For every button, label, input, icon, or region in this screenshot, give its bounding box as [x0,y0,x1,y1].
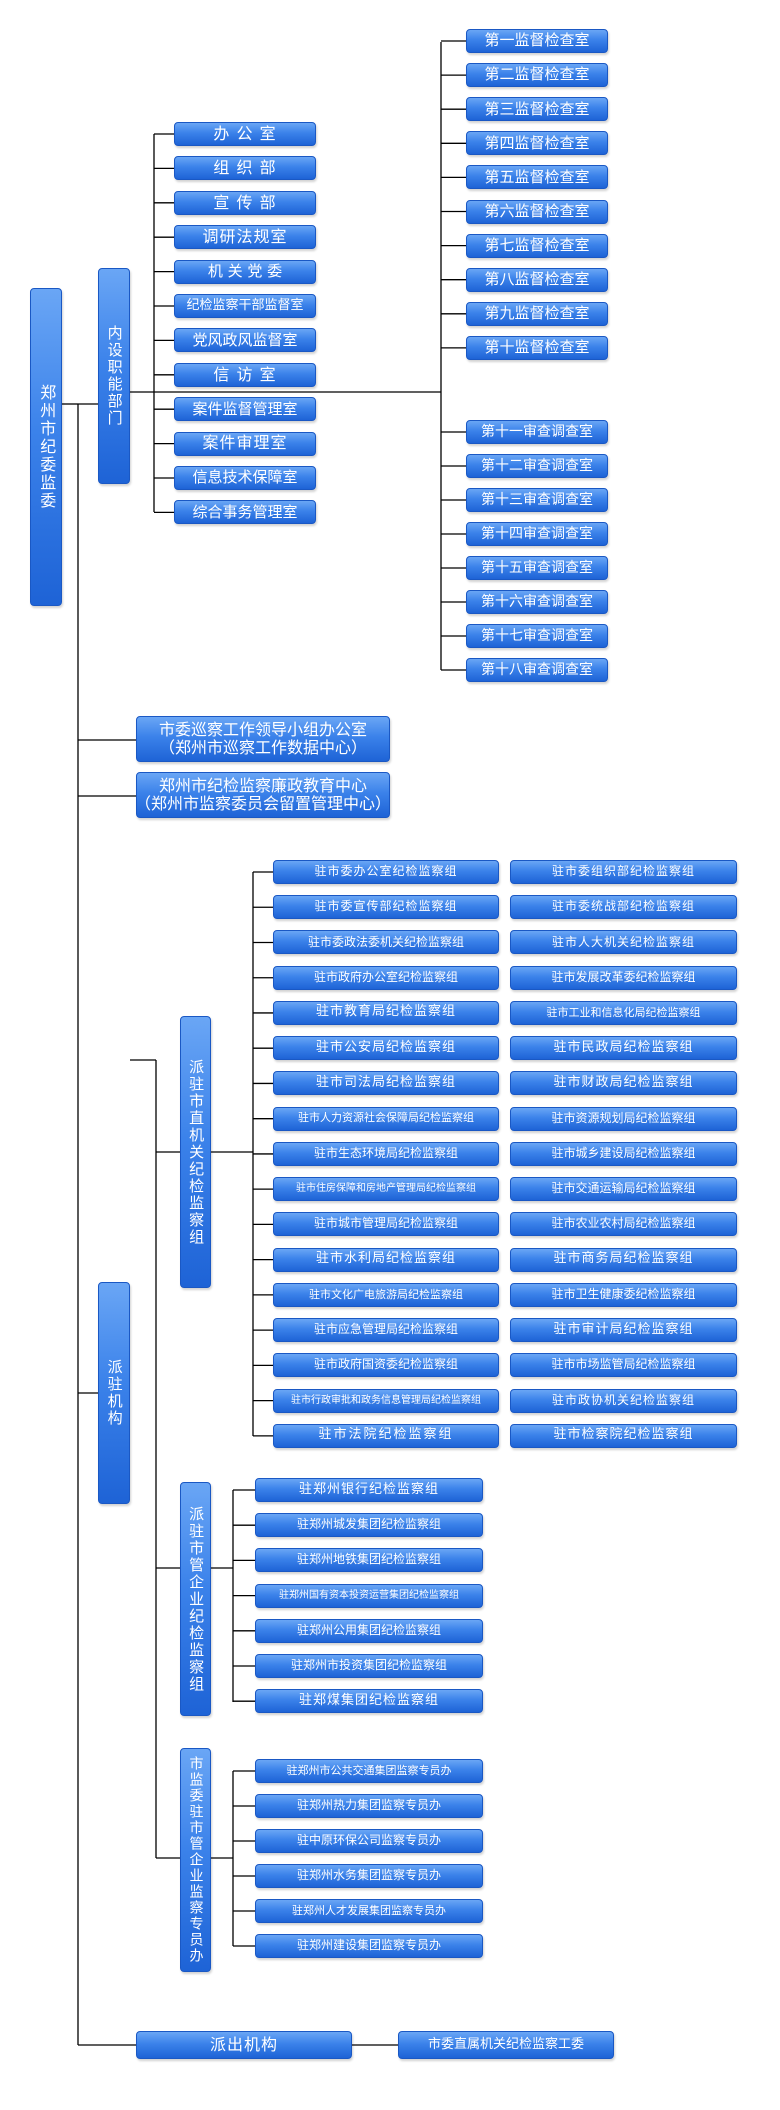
zhuanyuan-office-4: 驻郑州水务集团监察专员办 [255,1864,483,1888]
zhiji-left-13: 驻市文化广电旅游局纪检监察组 [273,1282,499,1307]
jiandu-room-2: 第二监督检查室 [466,63,608,88]
shencha-room-5: 第十五审查调查室 [466,556,608,580]
zhiji-left-16: 驻市行政审批和政务信息管理局纪检监察组 [273,1388,499,1413]
zhiji-left-1: 驻市委办公室纪检监察组 [273,860,499,884]
zhiji-right-11: 驻市农业农村局纪检监察组 [510,1212,737,1237]
shencha-room-2: 第十二审查调查室 [466,454,608,478]
xuncha-office-line-2: （郑州市巡察工作数据中心） [158,738,367,757]
neishe-dept-11: 信息技术保障室 [174,466,316,490]
xuncha-office: 市委巡察工作领导小组办公室（郑州市巡察工作数据中心） [136,716,390,762]
zhiji-left-11: 驻市城市管理局纪检监察组 [273,1212,499,1237]
qiye-group-1: 驻郑州银行纪检监察组 [255,1478,483,1502]
zhuanyuan-label: 市监委驻市管企业监察专员办 [180,1748,211,1972]
zhiji-right-3: 驻市人大机关纪检监察组 [510,930,737,955]
zhiji-left-2: 驻市委宣传部纪检监察组 [273,895,499,920]
zhiji-left-3: 驻市委政法委机关纪检监察组 [273,930,499,955]
neishe-dept-7: 党风政风监督室 [174,328,316,353]
zhuanyuan-office-2: 驻郑州热力集团监察专员办 [255,1794,483,1818]
zhiji-left-4: 驻市政府办公室纪检监察组 [273,965,499,990]
jiandu-room-3: 第三监督检查室 [466,97,608,122]
zhiji-right-13: 驻市卫生健康委纪检监察组 [510,1282,737,1307]
paizhu-label: 派驻机构 [98,1282,130,1504]
neishe-dept-4: 调研法规室 [174,225,316,250]
zhiji-right-15: 驻市市场监管局纪检监察组 [510,1353,737,1378]
shencha-room-3: 第十三审查调查室 [466,488,608,512]
shencha-room-7: 第十七审查调查室 [466,624,608,648]
jiandu-room-7: 第七监督检查室 [466,233,608,258]
neishe-dept-3: 宣 传 部 [174,190,316,215]
zhiji-right-5: 驻市工业和信息化局纪检监察组 [510,1000,737,1025]
zhiji-left-8: 驻市人力资源社会保障局纪检监察组 [273,1106,499,1131]
zhiji-left-5: 驻市教育局纪检监察组 [273,1000,499,1025]
neishe-dept-6: 纪检监察干部监督室 [174,294,316,318]
lianzheng-center: 郑州市纪检监察廉政教育中心（郑州市监察委员会留置管理中心） [136,772,390,818]
zhiji-right-1: 驻市委组织部纪检监察组 [510,860,737,884]
jiandu-room-9: 第九监督检查室 [466,301,608,326]
zhiji-left-10: 驻市住房保障和房地产管理局纪检监察组 [273,1177,499,1202]
qiye-group-5: 驻郑州公用集团纪检监察组 [255,1618,483,1643]
shencha-room-8: 第十八审查调查室 [466,658,608,682]
lianzheng-center-line-1: 郑州市纪检监察廉政教育中心 [158,776,367,796]
neishe-dept-5: 机 关 党 委 [174,259,316,284]
zhuanyuan-office-3: 驻中原环保公司监察专员办 [255,1829,483,1853]
qiye-group-7: 驻郑煤集团纪检监察组 [255,1689,483,1714]
zhiji-left-12: 驻市水利局纪检监察组 [273,1247,499,1272]
zhiji-left-6: 驻市公安局纪检监察组 [273,1036,499,1061]
zhiji-left-9: 驻市生态环境局纪检监察组 [273,1141,499,1166]
qiye-group-2: 驻郑州城发集团纪检监察组 [255,1513,483,1538]
zhiji-left-7: 驻市司法局纪检监察组 [273,1071,499,1096]
zhiji-right-16: 驻市政协机关纪检监察组 [510,1388,737,1413]
zhuanyuan-office-1: 驻郑州市公共交通集团监察专员办 [255,1759,483,1783]
neishe-dept-12: 综合事务管理室 [174,500,316,525]
jiandu-room-1: 第一监督检查室 [466,29,608,53]
qiye-group-6: 驻郑州市投资集团纪检监察组 [255,1654,483,1678]
jiandu-room-5: 第五监督检查室 [466,165,608,190]
neishe-dept-2: 组 织 部 [174,156,316,181]
zhiji-right-12: 驻市商务局纪检监察组 [510,1247,737,1272]
zhiji-right-14: 驻市审计局纪检监察组 [510,1318,737,1343]
lianzheng-center-line-2: （郑州市监察委员会留置管理中心） [136,794,390,813]
root-org: 郑州市纪委监委 [30,288,62,606]
zhiji-right-10: 驻市交通运输局纪检监察组 [510,1177,737,1202]
zhiji-right-8: 驻市资源规划局纪检监察组 [510,1106,737,1131]
zhiji-right-17: 驻市检察院纪检监察组 [510,1423,737,1448]
neishe-dept-9: 案件监督管理室 [174,397,316,422]
qiye-group-3: 驻郑州地铁集团纪检监察组 [255,1548,483,1573]
zhiji-left-17: 驻市法院纪检监察组 [273,1423,499,1448]
zhiji-right-9: 驻市城乡建设局纪检监察组 [510,1141,737,1166]
zhiji-right-2: 驻市委统战部纪检监察组 [510,895,737,920]
jiandu-room-10: 第十监督检查室 [466,335,608,360]
qiye-group-4: 驻郑州国有资本投资运营集团纪检监察组 [255,1583,483,1608]
shencha-room-4: 第十四审查调查室 [466,522,608,546]
xuncha-office-line-1: 市委巡察工作领导小组办公室 [158,720,367,740]
zhiji-right-4: 驻市发展改革委纪检监察组 [510,965,737,990]
zhiji-right-6: 驻市民政局纪检监察组 [510,1036,737,1061]
shencha-room-1: 第十一审查调查室 [466,420,608,444]
jiandu-room-4: 第四监督检查室 [466,131,608,156]
neishe-label: 内设职能部门 [98,268,130,484]
zhiji-left-15: 驻市政府国资委纪检监察组 [273,1353,499,1378]
jiandu-room-6: 第六监督检查室 [466,199,608,224]
neishe-dept-8: 信 访 室 [174,362,316,387]
zhuanyuan-office-5: 驻郑州人才发展集团监察专员办 [255,1899,483,1923]
zhuanyuan-office-6: 驻郑州建设集团监察专员办 [255,1934,483,1958]
zhiji-left-14: 驻市应急管理局纪检监察组 [273,1318,499,1343]
qiye-label: 派驻市管企业纪检监察组 [180,1482,211,1716]
paichu-label: 派出机构 [136,2031,352,2059]
paichu-child: 市委直属机关纪检监察工委 [398,2031,614,2059]
neishe-dept-10: 案件审理室 [174,431,316,456]
shencha-room-6: 第十六审查调查室 [466,590,608,614]
jiandu-room-8: 第八监督检查室 [466,267,608,292]
zhiji-right-7: 驻市财政局纪检监察组 [510,1071,737,1096]
neishe-dept-1: 办 公 室 [174,122,316,146]
zhiji-label: 派驻市直机关纪检监察组 [180,1016,211,1288]
